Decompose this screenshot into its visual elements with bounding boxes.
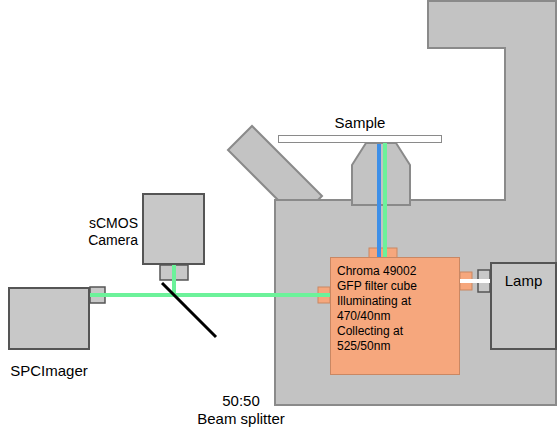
node-label: 50:50 Beam splitter: [197, 392, 285, 427]
label-wrap: sCMOS Camera: [82, 215, 138, 249]
light-beam: [160, 293, 218, 297]
light-beam: [90, 293, 160, 297]
camera-box: sCMOS Camera: [142, 193, 205, 265]
spacer: [195, 392, 219, 400]
node-label: Chroma 49002 GFP filter cube Illuminatin…: [337, 264, 417, 353]
label-wrap: Sample: [279, 114, 441, 132]
mirror: [162, 283, 216, 337]
beam-splitter: 50:50 Beam splitter: [160, 282, 218, 340]
light-beam: [218, 293, 330, 297]
lamp-box: Lamp: [490, 262, 557, 350]
sample-stage: Sample: [278, 135, 442, 143]
label-wrap: Lamp: [492, 272, 555, 290]
light-beam: [460, 279, 490, 283]
excitation-beam: [377, 144, 381, 257]
node-label: SPCImager: [10, 362, 88, 379]
spacer: [263, 392, 287, 400]
light-beam: [172, 265, 176, 282]
node-label: sCMOS Camera: [88, 215, 138, 248]
filter-cube: Chroma 49002 GFP filter cube Illuminatin…: [330, 257, 460, 375]
label-wrap: 50:50 Beam splitter: [195, 392, 287, 428]
light-beam: [383, 143, 387, 257]
beam-splitter-symbol: [160, 282, 218, 340]
label-wrap: SPCImager: [6, 362, 92, 380]
label-wrap: Chroma 49002 GFP filter cube Illuminatin…: [337, 264, 433, 354]
camera-box: SPCImager: [8, 287, 90, 350]
node-label: Sample: [335, 114, 386, 131]
microscope-body: [275, 1, 556, 405]
node-label: Lamp: [505, 272, 543, 289]
